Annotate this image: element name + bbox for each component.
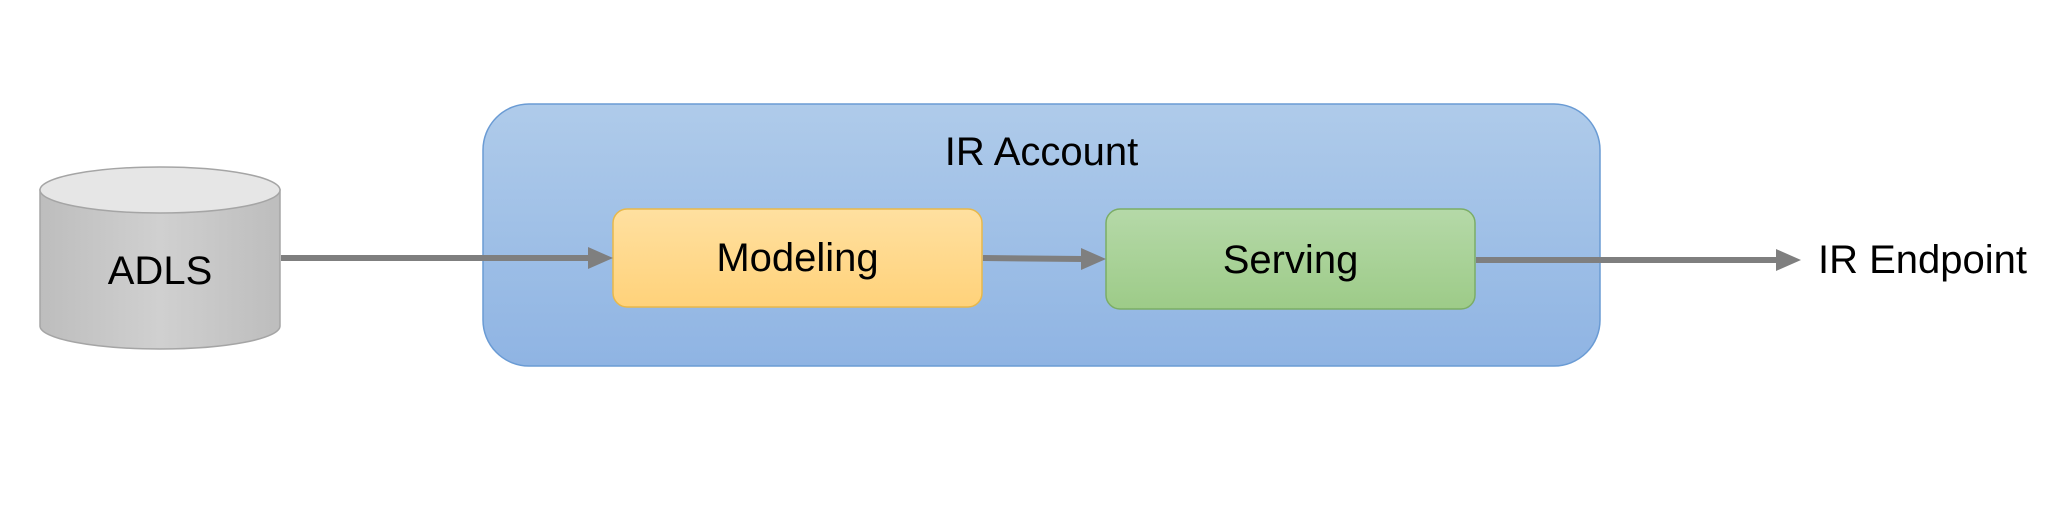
arrowhead-adls-to-modeling (588, 247, 613, 269)
arrowhead-modeling-to-serving (1081, 248, 1106, 270)
ir-endpoint-label: IR Endpoint (1818, 237, 2028, 282)
modeling-label: Modeling (716, 235, 879, 280)
adls-storage-cylinder (39, 166, 281, 350)
cylinder-body (39, 189, 281, 350)
flow-arrows (281, 247, 1801, 271)
adls-label: ADLS (107, 248, 213, 293)
edge-modeling-to-serving (982, 255, 1084, 262)
cylinder-top (39, 166, 281, 214)
arrowhead-serving-to-endpoint (1776, 249, 1801, 271)
ir-account-title: IR Account (944, 129, 1139, 174)
serving-label: Serving (1222, 237, 1359, 282)
